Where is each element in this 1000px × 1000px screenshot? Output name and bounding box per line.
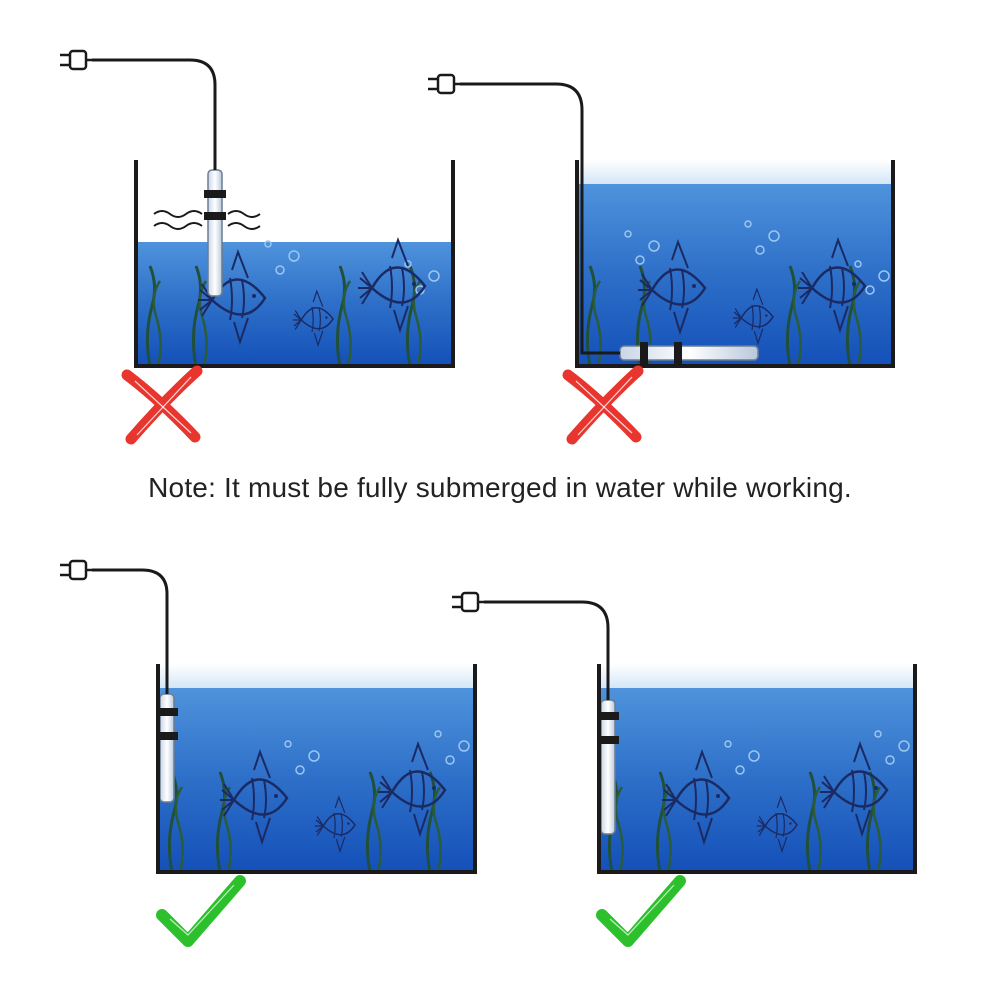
plug-icon (58, 49, 98, 71)
heater-partly-submerged-icon (207, 169, 223, 297)
tank-water (577, 184, 893, 366)
plug-icon (450, 591, 490, 613)
check-mark-icon (162, 881, 240, 941)
tank-water (599, 688, 915, 872)
panel-top-right (426, 73, 895, 439)
power-cord (92, 568, 169, 694)
plug-icon (58, 559, 98, 581)
tank-outline (575, 160, 895, 368)
submerged-note: Note: It must be fully submerged in wate… (148, 472, 852, 503)
x-mark-icon (127, 371, 197, 439)
power-cord (460, 82, 620, 355)
x-mark-icon (568, 371, 638, 439)
heater-submerged-icon (600, 699, 616, 835)
panel-top-left (58, 49, 455, 439)
panel-bottom-left (58, 559, 477, 941)
tank-water (158, 688, 475, 872)
steam-icon (153, 210, 261, 230)
tank-outline (597, 664, 917, 874)
tank-outline (134, 160, 455, 368)
power-cord (92, 58, 217, 170)
tank-water (136, 242, 453, 366)
check-mark-icon (602, 881, 680, 941)
power-cord (484, 600, 610, 700)
plug-icon (426, 73, 466, 95)
tank-outline (156, 664, 477, 874)
panel-bottom-right (450, 591, 917, 941)
